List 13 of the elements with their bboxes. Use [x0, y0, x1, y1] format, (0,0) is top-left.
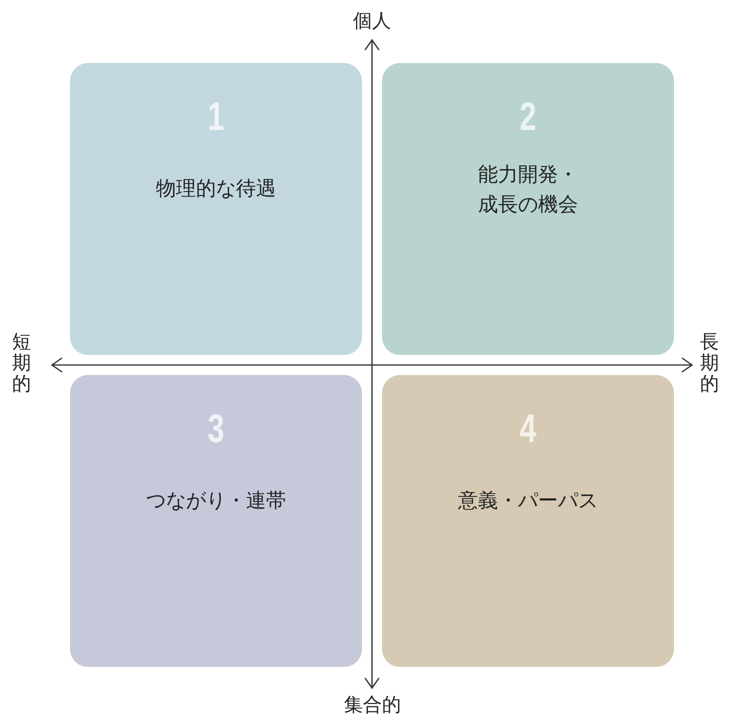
quadrant-label: 意義・パーパス: [458, 487, 598, 514]
quadrant-label: 能力開発・成長の機会: [477, 161, 579, 218]
quadrant-box: [70, 375, 362, 667]
axis-label: 長期的: [700, 332, 719, 395]
axis-label: 短期的: [12, 332, 31, 395]
quadrant-box: [382, 375, 674, 667]
quadrant-label: つながり・連帯: [146, 487, 286, 514]
quadrant-box: [382, 63, 674, 355]
quadrant-number: 4: [518, 407, 538, 452]
quadrant-label: 物理的な待遇: [156, 175, 276, 202]
axis-label: 個人: [353, 9, 391, 34]
axis-label: 集合的: [344, 693, 401, 718]
quadrant-box: [70, 63, 362, 355]
